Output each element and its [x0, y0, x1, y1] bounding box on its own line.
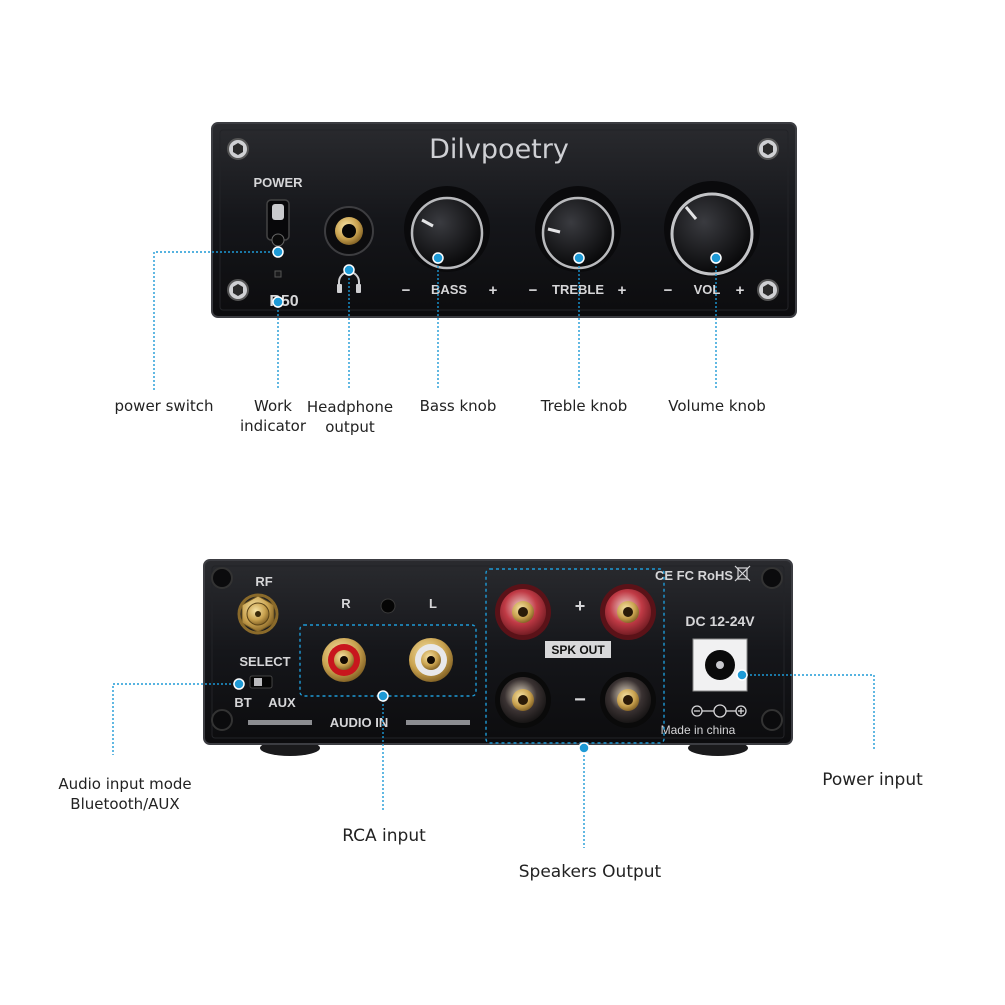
power-label: POWER [253, 175, 303, 190]
select-label: SELECT [239, 654, 290, 669]
callout-dot [736, 669, 748, 681]
screw-icon [761, 709, 783, 731]
caption-text: power switch [114, 397, 214, 415]
caption-text: Power input [822, 770, 923, 790]
spk-out-label: SPK OUT [551, 643, 605, 657]
power-switch-callout-line [153, 251, 274, 390]
back-callout-dots [233, 669, 748, 754]
volume-knob[interactable] [664, 181, 760, 277]
treble-knob-caption: Treble knob [529, 396, 639, 416]
rca-highlight-box [299, 624, 477, 697]
callout-dot [233, 678, 245, 690]
rf-label: RF [255, 574, 272, 589]
aux-label: AUX [268, 695, 296, 710]
weee-bin-icon [734, 565, 751, 582]
caption-text: Bluetooth/AUX [70, 795, 180, 813]
caption-text: Bass knob [419, 397, 497, 415]
certification-marks: CE FC RoHS [655, 568, 733, 583]
input-select-switch[interactable] [249, 675, 273, 689]
power-switch-caption: power switch [104, 396, 224, 416]
vol-label: VOL [694, 282, 721, 297]
callout-dot [578, 742, 590, 754]
caption-text: RCA input [342, 826, 426, 846]
speaker-post-left-minus[interactable] [600, 672, 656, 728]
callout-dot [573, 252, 585, 264]
front-callout-lines [153, 251, 717, 390]
callout-dot [343, 264, 355, 276]
spk-plus-label: + [575, 596, 586, 616]
screw-icon [227, 138, 249, 160]
back-callout-leaders [112, 674, 875, 848]
audio-mode-caption: Audio input mode Bluetooth/AUX [50, 774, 200, 814]
audio-mode-callout-line [112, 683, 239, 755]
work-indicator-led [274, 270, 282, 278]
power-input-callout-line [742, 674, 875, 750]
rca-right-jack[interactable] [322, 638, 366, 682]
bass-plus: + [489, 282, 498, 299]
treble-plus: + [618, 282, 627, 299]
front-callout-dots [272, 246, 722, 308]
headphone-jack[interactable] [324, 206, 374, 256]
caption-text: output [325, 418, 375, 436]
speaker-post-right-minus[interactable] [495, 672, 551, 728]
power-input-caption: Power input [810, 770, 935, 790]
volume-knob-caption: Volume knob [662, 396, 772, 416]
bass-knob-caption: Bass knob [408, 396, 508, 416]
screw-icon [757, 279, 779, 301]
spk-out-badge [545, 641, 611, 658]
screw-icon [761, 567, 783, 589]
back-panel: RF SELECT BT AUX R L [203, 559, 793, 756]
speaker-highlight-box [485, 568, 665, 744]
caption-text: Volume knob [668, 397, 766, 415]
treble-knob[interactable] [535, 186, 621, 272]
dc-voltage-label: DC 12-24V [685, 613, 755, 629]
callout-dot [272, 246, 284, 258]
rca-l-label: L [429, 596, 437, 611]
rca-r-label: R [341, 596, 351, 611]
caption-text: Headphone [306, 398, 394, 416]
work-indicator-caption: Work indicator [228, 396, 318, 436]
power-switch[interactable] [266, 199, 290, 247]
screw-icon [211, 567, 233, 589]
callout-dot [432, 252, 444, 264]
caption-text: Audio input mode [58, 775, 192, 793]
dc-power-jack[interactable] [692, 638, 748, 692]
headphone-caption: Headphone output [300, 397, 400, 437]
brand-logo: Dilvpoetry [429, 134, 569, 165]
treble-minus: − [529, 282, 538, 299]
screw-icon [211, 709, 233, 731]
vol-plus: + [736, 282, 745, 299]
spk-minus-label: − [574, 689, 586, 711]
back-callout-lines [299, 568, 665, 744]
rca-left-jack[interactable] [409, 638, 453, 682]
vol-minus: − [664, 282, 673, 299]
treble-label: TREBLE [552, 282, 604, 297]
speaker-post-right-plus[interactable] [495, 584, 551, 640]
bass-minus: − [402, 282, 411, 299]
callout-dot [377, 690, 389, 702]
bt-label: BT [234, 695, 251, 710]
screw-icon [757, 138, 779, 160]
bass-knob[interactable] [404, 186, 490, 272]
speaker-post-left-plus[interactable] [600, 584, 656, 640]
front-panel: Dilvpoetry POWER R50 − BASS + [211, 122, 797, 318]
callout-dot [272, 296, 284, 308]
audio-in-label: AUDIO IN [330, 715, 389, 730]
caption-text: Treble knob [540, 397, 628, 415]
speakers-output-caption: Speakers Output [510, 862, 670, 882]
callout-dot [710, 252, 722, 264]
made-in-label: Made in china [661, 723, 736, 737]
caption-text: indicator [239, 417, 307, 435]
screw-icon [380, 598, 396, 614]
bass-label: BASS [431, 282, 467, 297]
caption-text: Speakers Output [518, 862, 662, 882]
rca-input-caption: RCA input [324, 826, 444, 846]
caption-text: Work [254, 397, 292, 415]
dc-polarity-icon [691, 704, 747, 718]
rf-antenna-connector[interactable] [237, 593, 279, 635]
screw-icon [227, 279, 249, 301]
